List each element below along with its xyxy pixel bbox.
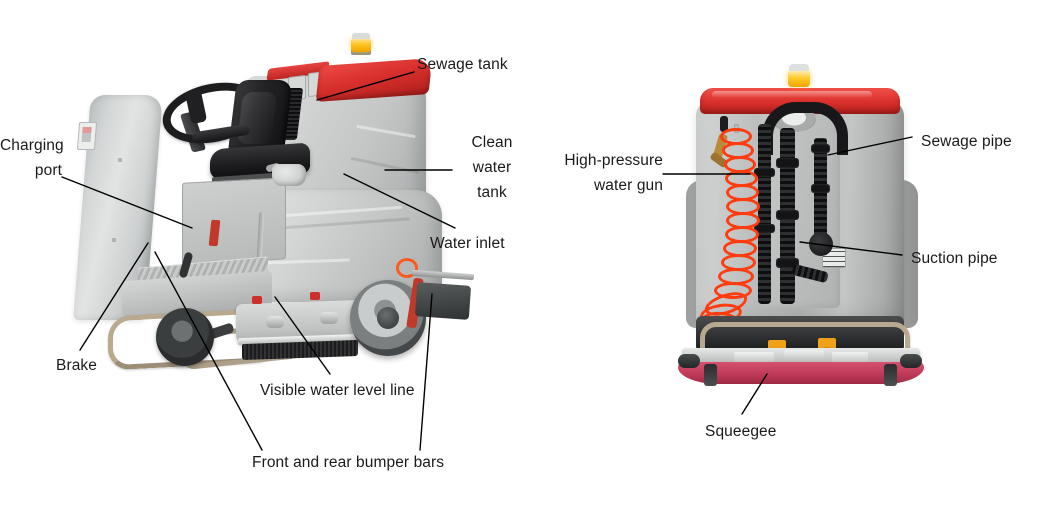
- scrub-deck-knob: [266, 316, 284, 328]
- squeegee-plate: [734, 352, 774, 364]
- label-suction-pipe: Suction pipe: [911, 250, 998, 267]
- label-brake: Brake: [56, 357, 97, 374]
- label-water-inlet: Water inlet: [430, 235, 505, 252]
- battery-compartment: [182, 177, 286, 265]
- label-clean-water-tank-line1: Clean: [471, 134, 513, 151]
- pipe-clamp: [776, 158, 799, 168]
- label-clean-water-tank: Clean water tank: [455, 130, 529, 205]
- beacon-cap: [352, 33, 370, 39]
- label-front-rear-bumper-bars: Front and rear bumper bars: [252, 454, 445, 471]
- squeegee-plate: [832, 352, 868, 364]
- label-clean-water-tank-line2: water: [472, 159, 512, 176]
- lid-highlight: [712, 91, 872, 98]
- label-hp-water-gun-line1: High-pressure: [564, 152, 663, 169]
- pipe-clamp: [776, 210, 799, 220]
- beacon-light-rear: [788, 70, 810, 87]
- pipe-clamp: [754, 224, 775, 233]
- scrubber-rear-view: [672, 64, 932, 392]
- squeegee-pivot: [704, 364, 717, 386]
- label-charging-port-line2: port: [34, 162, 62, 179]
- squeegee-plate: [784, 350, 824, 362]
- scrubber-side-view: [60, 33, 475, 371]
- squeegee-assembly-side: [414, 282, 472, 320]
- gun-hanger-hook: [720, 116, 728, 132]
- pipe-clamp: [776, 258, 799, 268]
- squeegee-pivot: [884, 364, 897, 386]
- scrub-deck-knob: [320, 312, 338, 324]
- sewage-pipe-arch: [762, 102, 848, 155]
- suction-pipe-return: [758, 124, 771, 304]
- scrub-brush: [242, 339, 358, 361]
- squeegee-caster: [678, 354, 700, 368]
- label-charging-port: Charging port: [0, 133, 64, 183]
- seat-backrest-highlight: [236, 92, 278, 144]
- label-clean-water-tank-line3: tank: [477, 184, 507, 201]
- pipe-clamp: [754, 168, 775, 177]
- pipe-clamp: [811, 144, 830, 153]
- label-charging-port-line1: Charging: [0, 137, 64, 154]
- charging-port-panel: [76, 122, 98, 150]
- deck-release-clip: [252, 296, 262, 304]
- label-hp-water-gun-line2: water gun: [594, 177, 663, 194]
- label-squeegee: Squeegee: [705, 423, 777, 440]
- sewage-pipe-outlet: [809, 232, 833, 256]
- deck-release-clip: [310, 292, 320, 300]
- squeegee-blade: [678, 362, 924, 384]
- label-sewage-tank: Sewage tank: [417, 56, 508, 73]
- beacon-cap-rear: [789, 64, 809, 71]
- label-sewage-pipe: Sewage pipe: [921, 133, 1012, 150]
- label-high-pressure-water-gun: High-pressure water gun: [540, 148, 663, 198]
- rear-wheel: [156, 308, 214, 366]
- label-visible-water-level-line: Visible water level line: [260, 382, 415, 399]
- hose-coil-side: [396, 258, 418, 278]
- water-inlet-port: [272, 164, 306, 186]
- console-screw: [112, 238, 116, 242]
- console-screw: [118, 158, 122, 162]
- pipe-clamp: [811, 184, 830, 193]
- squeegee-caster: [900, 354, 922, 368]
- beacon-light: [351, 38, 371, 52]
